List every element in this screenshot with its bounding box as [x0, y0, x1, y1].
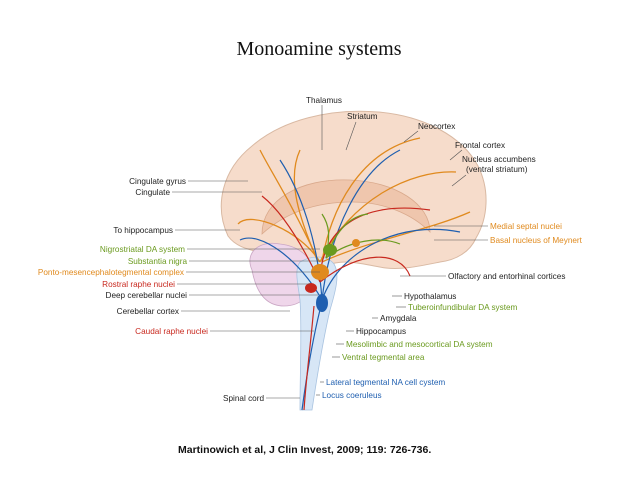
label-spinal-cord: Spinal cord — [223, 394, 264, 403]
leader-lines — [172, 105, 488, 399]
corpus-callosum — [261, 179, 431, 235]
label-lateral-tegmental: Lateral tegmental NA cell cystem — [326, 378, 445, 387]
label-ponto-mesencephalotegmental: Ponto-mesencephalotegmental complex — [38, 268, 184, 277]
page-title: Monoamine systems — [236, 38, 402, 60]
green-nucleus — [323, 244, 337, 256]
label-substantia-nigra: Substantia nigra — [128, 257, 188, 266]
label-to-hippocampus: To hippocampus — [113, 226, 173, 235]
label-ventral-striatum: (ventral striatum) — [466, 165, 528, 174]
label-frontal-cortex: Frontal cortex — [455, 141, 505, 150]
label-cingulate: Cingulate — [135, 188, 170, 197]
citation: Martinowich et al, J Clin Invest, 2009; … — [178, 444, 432, 456]
label-amygdala: Amygdala — [380, 314, 417, 323]
label-thalamus: Thalamus — [306, 96, 342, 105]
label-caudal-raphe: Caudal raphe nuclei — [135, 327, 208, 336]
fiber-bundle-orange — [237, 137, 471, 263]
label-medial-septal: Medial septal nuclei — [490, 222, 562, 231]
label-locus-coeruleus: Locus coeruleus — [322, 391, 382, 400]
label-basal-meynert: Basal nucleus of Meynert — [490, 236, 583, 245]
blue-nucleus — [316, 294, 328, 312]
red-nucleus — [305, 283, 317, 293]
label-olfactory: Olfactory and entorhinal cortices — [448, 272, 565, 281]
label-neocortex: Neocortex — [418, 122, 455, 131]
label-tuberoinfundibular: Tuberoinfundibular DA system — [408, 303, 518, 312]
label-hypothalamus: Hypothalamus — [404, 292, 456, 301]
label-striatum: Striatum — [347, 112, 378, 121]
label-mesolimbic: Mesolimbic and mesocortical DA system — [346, 340, 493, 349]
label-deep-cerebellar: Deep cerebellar nuclei — [106, 291, 188, 300]
label-cingulate-gyrus: Cingulate gyrus — [129, 177, 186, 186]
label-nucleus-accumbens: Nucleus accumbens — [462, 155, 536, 164]
label-hippocampus: Hippocampus — [356, 327, 406, 336]
brainstem-shape — [296, 256, 338, 411]
label-cerebellar-cortex: Cerebellar cortex — [117, 307, 179, 316]
label-nigrostriatal: Nigrostriatal DA system — [100, 245, 185, 254]
label-rostral-raphe: Rostral raphe nuclei — [102, 280, 175, 289]
septal-nucleus — [352, 239, 360, 247]
label-ventral-tegmental: Ventral tegmental area — [342, 353, 425, 362]
